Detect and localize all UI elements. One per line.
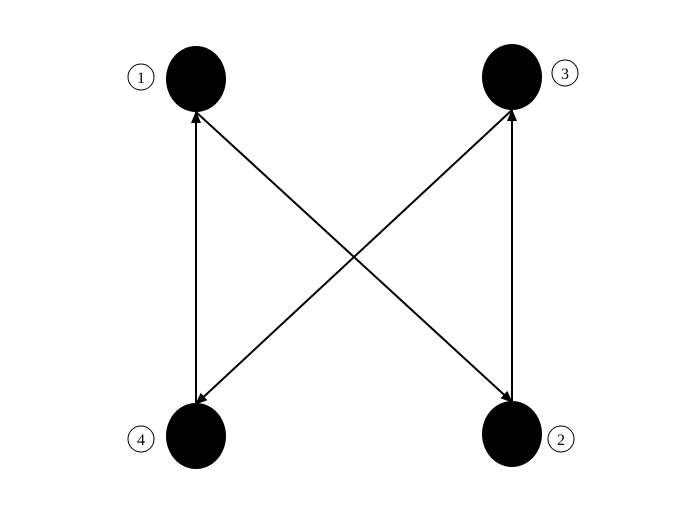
- node-1: [166, 46, 226, 112]
- nodes-group: [166, 44, 542, 469]
- label-circle: [551, 59, 579, 87]
- node-label-3: 3: [561, 66, 569, 83]
- node-3: [482, 44, 542, 110]
- node-4: [166, 403, 226, 469]
- label-circle: [127, 425, 155, 453]
- edge-3-to-4: [195, 109, 513, 405]
- label-circle: [547, 425, 575, 453]
- label-node-2: 2: [547, 425, 575, 453]
- label-node-4: 4: [127, 425, 155, 453]
- label-circle: [127, 63, 155, 91]
- node-2: [482, 401, 542, 467]
- node-label-1: 1: [137, 70, 145, 87]
- label-node-3: 3: [551, 59, 579, 87]
- node-label-4: 4: [137, 432, 145, 449]
- edges-group: [191, 109, 517, 405]
- label-node-1: 1: [127, 63, 155, 91]
- node-label-2: 2: [557, 432, 565, 449]
